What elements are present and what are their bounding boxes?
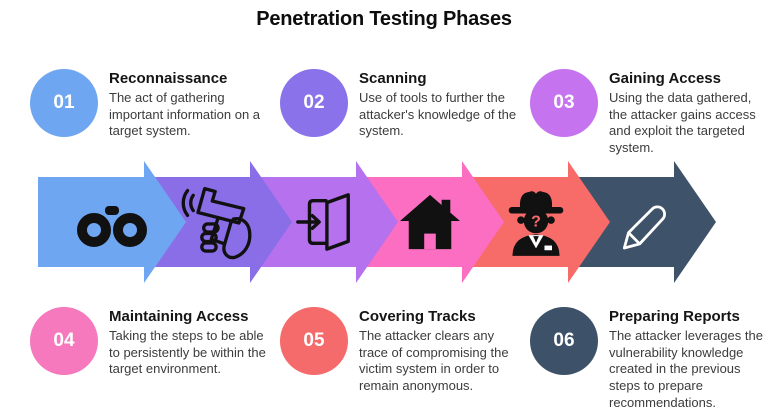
phase-title: Maintaining Access [109, 308, 249, 325]
scanner-gun-icon [178, 178, 258, 266]
phase-description: The act of gathering important informati… [109, 90, 261, 139]
phase-number-badge: 02 [280, 69, 348, 137]
process-arrow-band: ? [0, 161, 768, 283]
house-door-cutout [424, 233, 436, 250]
house-icon [397, 193, 463, 251]
phase-number-badge: 06 [530, 307, 598, 375]
phase-text: Reconnaissance The act of gathering impo… [109, 69, 273, 140]
spy-question-mark: ? [531, 214, 541, 231]
phase-description: The attacker clears any trace of comprom… [359, 328, 509, 393]
pencil-icon [615, 194, 669, 250]
phase-title: Preparing Reports [609, 308, 740, 325]
phase-title: Covering Tracks [359, 308, 476, 325]
phase-number: 02 [303, 92, 325, 113]
phase-title: Scanning [359, 70, 427, 87]
phase-number: 04 [53, 330, 75, 351]
binoculars-icon [75, 196, 149, 248]
phase-number: 03 [553, 92, 575, 113]
phase-description: Using the data gathered, the attacker ga… [609, 90, 756, 155]
phase-number: 05 [303, 330, 325, 351]
phase-row-top: 01 Reconnaissance The act of gathering i… [30, 69, 768, 157]
phase-text: Scanning Use of tools to further the att… [359, 69, 523, 140]
phase-description: Use of tools to further the attacker's k… [359, 90, 517, 139]
phase-text: Covering Tracks The attacker clears any … [359, 307, 523, 395]
door-entry-icon [294, 191, 354, 253]
phase-row-bottom: 04 Maintaining Access Taking the steps t… [30, 307, 768, 411]
phase-title: Reconnaissance [109, 70, 228, 87]
page-title: Penetration Testing Phases [256, 8, 512, 30]
phase-number-badge: 03 [530, 69, 598, 137]
phase-text: Preparing Reports The attacker leverages… [609, 307, 768, 411]
phase-item-4: 04 Maintaining Access Taking the steps t… [30, 307, 280, 411]
phase-number: 06 [553, 330, 575, 351]
phase-item-6: 06 Preparing Reports The attacker levera… [530, 307, 768, 411]
spy-icon: ? [504, 187, 568, 257]
phase-item-5: 05 Covering Tracks The attacker clears a… [280, 307, 530, 411]
phase-item-1: 01 Reconnaissance The act of gathering i… [30, 69, 280, 157]
phase-text: Gaining Access Using the data gathered, … [609, 69, 768, 157]
phase-item-2: 02 Scanning Use of tools to further the … [280, 69, 530, 157]
phase-title: Gaining Access [609, 70, 721, 87]
phase-item-3: 03 Gaining Access Using the data gathere… [530, 69, 768, 157]
phase-description: The attacker leverages the vulnerability… [609, 328, 763, 410]
phase-number-badge: 05 [280, 307, 348, 375]
phase-number-badge: 04 [30, 307, 98, 375]
phase-number-badge: 01 [30, 69, 98, 137]
phase-text: Maintaining Access Taking the steps to b… [109, 307, 273, 378]
phase-number: 01 [53, 92, 75, 113]
phase-description: Taking the steps to be able to persisten… [109, 328, 266, 377]
